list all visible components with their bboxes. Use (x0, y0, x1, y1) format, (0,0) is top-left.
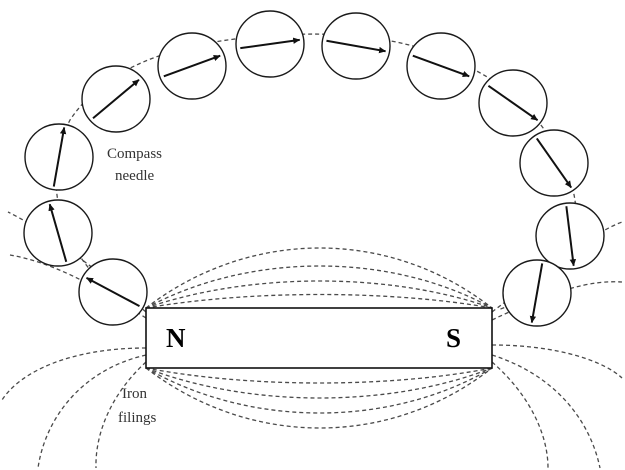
field-line-top-2 (146, 266, 492, 308)
field-line-bottom-3 (146, 368, 492, 413)
north-pole-label: N (166, 323, 186, 353)
bar-magnet: N S (146, 308, 492, 368)
compass (82, 66, 150, 132)
iron-label-line1: Iron (122, 386, 147, 402)
compass (479, 70, 547, 136)
compass (236, 11, 304, 77)
field-line-top-4 (146, 295, 492, 309)
south-pole-label: S (446, 323, 461, 353)
compass-label-line2: needle (115, 168, 154, 184)
iron-label-line2: filings (118, 410, 156, 426)
compass (407, 33, 475, 99)
field-line-bottom-1 (146, 368, 492, 383)
compass-group (24, 11, 604, 326)
field-line-top-1 (146, 248, 492, 308)
compass (158, 33, 226, 99)
compass (520, 130, 588, 196)
compass (79, 259, 147, 325)
compass (503, 260, 571, 326)
compass (25, 124, 93, 190)
compass (322, 13, 390, 79)
compass (536, 203, 604, 269)
field-line-right-3 (492, 345, 622, 378)
compass-label-line1: Compass (107, 146, 162, 162)
compass (24, 200, 92, 266)
magnet-body (146, 308, 492, 368)
field-line-bottom-2 (146, 368, 492, 398)
